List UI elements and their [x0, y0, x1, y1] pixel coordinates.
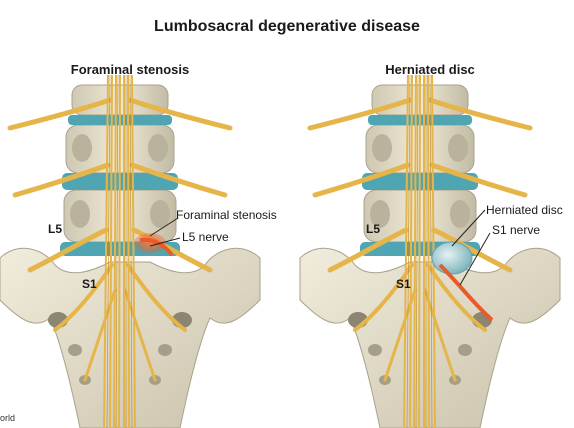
label-s1-left: S1	[82, 277, 97, 291]
label-s1-right: S1	[396, 277, 411, 291]
panel-title-foraminal-stenosis: Foraminal stenosis	[70, 62, 190, 77]
herniated-disc	[431, 241, 473, 275]
label-foraminal-stenosis: Foraminal stenosis	[176, 208, 277, 222]
label-s1-nerve: S1 nerve	[492, 223, 541, 237]
credit-text: orld	[0, 413, 16, 423]
label-l5-left: L5	[48, 222, 63, 236]
label-l5-right: L5	[366, 222, 381, 236]
panel-title-herniated-disc: Herniated disc	[385, 62, 475, 77]
panel-foraminal-stenosis-art	[0, 75, 260, 428]
label-herniated-disc: Herniated disc	[486, 203, 563, 217]
diagram-title: Lumbosacral degenerative disease	[154, 18, 420, 35]
panel-herniated-disc-art	[300, 75, 560, 428]
label-l5-nerve: L5 nerve	[182, 230, 229, 244]
